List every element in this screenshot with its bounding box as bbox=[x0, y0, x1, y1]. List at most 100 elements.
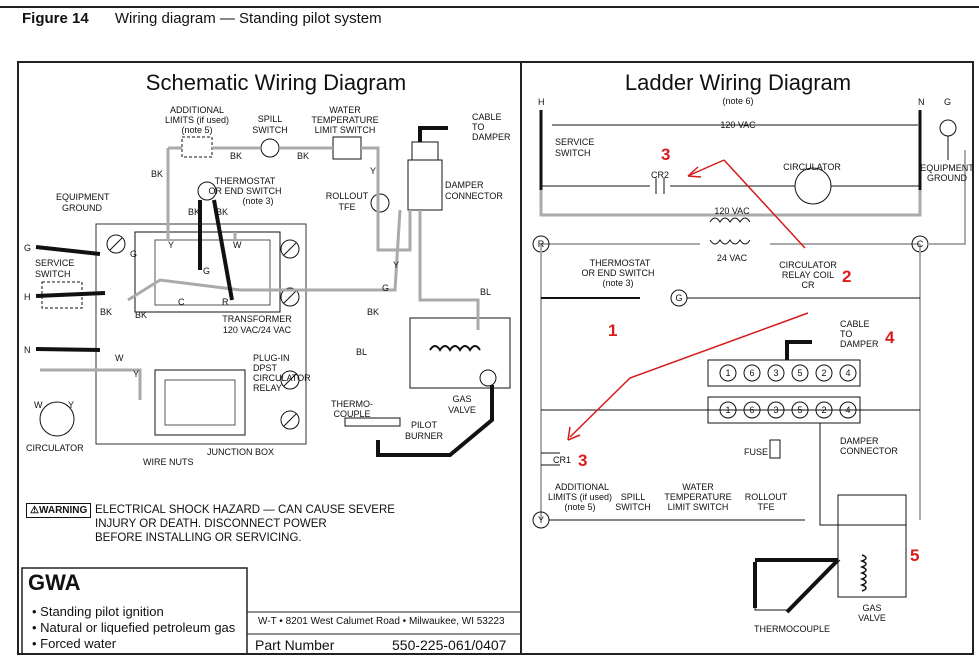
label-thermostat-1: THERMOSTAT bbox=[215, 176, 276, 186]
term-c: C bbox=[178, 297, 185, 307]
label-thermocouple-1: THERMO- bbox=[331, 399, 373, 409]
wire-w-2: W bbox=[34, 400, 43, 410]
ladder-thermostat-2: OR END SWITCH bbox=[582, 268, 655, 278]
figure-caption: Wiring diagram — Standing pilot system bbox=[114, 10, 382, 27]
wire-bl-2: BL bbox=[356, 347, 367, 357]
wire-bk-1: BK bbox=[230, 151, 242, 161]
ladder-wtl-3: LIMIT SWITCH bbox=[668, 502, 729, 512]
schematic-gray-wires bbox=[40, 146, 480, 400]
pin-top-2: 2 bbox=[821, 368, 826, 378]
label-cable-3: DAMPER bbox=[472, 132, 511, 142]
feature-item: Natural or liquefied petroleum gas bbox=[32, 620, 235, 636]
part-number-value: 550-225-061/0407 bbox=[392, 637, 507, 653]
label-cable-1: CABLE bbox=[472, 112, 502, 122]
ladder-spill-1: SPILL bbox=[621, 492, 646, 502]
top-rule bbox=[0, 6, 979, 8]
annotation-3-top: 3 bbox=[661, 145, 670, 164]
ladder-service-1: SERVICE bbox=[555, 137, 594, 147]
label-additional-limits-3: (note 5) bbox=[181, 125, 212, 135]
label-wtl-3: LIMIT SWITCH bbox=[315, 125, 376, 135]
warning-line-2: INJURY OR DEATH. DISCONNECT POWER bbox=[95, 518, 327, 530]
pin-top-4: 4 bbox=[845, 368, 850, 378]
ladder-damper-conn-2: CONNECTOR bbox=[840, 446, 898, 456]
pin-top-6: 6 bbox=[749, 368, 754, 378]
red-annotations: 3 2 1 4 3 5 bbox=[567, 145, 919, 565]
label-gas-valve-1: GAS bbox=[452, 394, 471, 404]
ladder-relay-3: CR bbox=[802, 280, 815, 290]
label-service-1: SERVICE bbox=[35, 258, 74, 268]
pin-bottom-1: 1 bbox=[725, 405, 730, 415]
wire-bl-1: BL bbox=[480, 287, 491, 297]
ladder-service-2: SWITCH bbox=[555, 148, 591, 158]
ladder-xfmr-24: 24 VAC bbox=[717, 253, 748, 263]
label-relay-1: PLUG-IN bbox=[253, 353, 290, 363]
term-w: W bbox=[233, 240, 242, 250]
ladder-xfmr-120: 120 VAC bbox=[714, 206, 750, 216]
line-n: N bbox=[24, 345, 31, 355]
schematic-title: Schematic Wiring Diagram bbox=[146, 70, 406, 95]
ladder-gas-valve-2: VALVE bbox=[858, 613, 886, 623]
label-junction-box: JUNCTION BOX bbox=[207, 447, 274, 457]
label-relay-3: CIRCULATOR bbox=[253, 373, 311, 383]
label-relay-2: DPST bbox=[253, 363, 278, 373]
label-wtl-2: TEMPERATURE bbox=[311, 115, 378, 125]
pin-bottom-4: 4 bbox=[845, 405, 850, 415]
pin-bottom-3: 3 bbox=[773, 405, 778, 415]
annotation-5: 5 bbox=[910, 546, 919, 565]
label-additional-limits-2: LIMITS (if used) bbox=[165, 115, 229, 125]
ladder-relay-1: CIRCULATOR bbox=[779, 260, 837, 270]
ladder-rollout-1: ROLLOUT bbox=[745, 492, 788, 502]
label-rollout-2: TFE bbox=[339, 202, 356, 212]
label-pilot-2: BURNER bbox=[405, 431, 444, 441]
pin-bottom-5: 5 bbox=[797, 405, 802, 415]
ladder-add-limits-1: ADDITIONAL bbox=[555, 482, 609, 492]
ladder-wtl-1: WATER bbox=[682, 482, 714, 492]
label-wtl-1: WATER bbox=[329, 105, 361, 115]
wire-bk-8: BK bbox=[367, 307, 379, 317]
label-thermocouple-2: COUPLE bbox=[333, 409, 370, 419]
ladder-damper-conn-1: DAMPER bbox=[840, 436, 879, 446]
pin-top-3: 3 bbox=[773, 368, 778, 378]
annotation-4: 4 bbox=[885, 328, 895, 347]
pin-top-1: 1 bbox=[725, 368, 730, 378]
ladder-frame bbox=[520, 61, 974, 655]
ladder-thermostat-1: THERMOSTAT bbox=[590, 258, 651, 268]
label-xfmr-1: TRANSFORMER bbox=[222, 314, 292, 324]
ladder-title: Ladder Wiring Diagram bbox=[625, 70, 851, 95]
wire-g-1: G bbox=[382, 283, 389, 293]
label-damper-conn-2: CONNECTOR bbox=[445, 191, 503, 201]
company-address: W-T • 8201 West Calumet Road • Milwaukee… bbox=[258, 616, 505, 627]
figure-number: Figure 14 bbox=[22, 10, 89, 27]
ladder-h: H bbox=[538, 97, 545, 107]
ladder-rollout-2: TFE bbox=[758, 502, 775, 512]
ladder-black-wires bbox=[753, 340, 840, 614]
warning-line-1: ELECTRICAL SHOCK HAZARD — CAN CAUSE SEVE… bbox=[95, 504, 395, 516]
part-number-label: Part Number bbox=[255, 637, 335, 653]
product-box bbox=[21, 567, 248, 655]
label-additional-limits-1: ADDITIONAL bbox=[170, 105, 224, 115]
ladder-eq-ground-1: EQUIPMENT bbox=[920, 163, 974, 173]
wire-y-2: Y bbox=[393, 260, 399, 270]
ladder-note6: (note 6) bbox=[722, 96, 753, 106]
pin-bottom-6: 6 bbox=[749, 405, 754, 415]
label-spill-2: SWITCH bbox=[252, 125, 288, 135]
pin-row-bottom bbox=[719, 401, 857, 419]
annotation-2: 2 bbox=[842, 267, 851, 286]
wire-bk-7: BK bbox=[135, 310, 147, 320]
ladder-pins: 1 6 3 5 2 4 1 6 3 5 2 4 bbox=[719, 364, 857, 419]
pin-top-5: 5 bbox=[797, 368, 802, 378]
wire-bk-6: BK bbox=[100, 307, 112, 317]
wire-bk-5: BK bbox=[216, 207, 228, 217]
label-rollout-1: ROLLOUT bbox=[326, 191, 369, 201]
term-y: Y bbox=[168, 240, 174, 250]
label-thermostat-3: (note 3) bbox=[242, 196, 273, 206]
label-thermostat-2: OR END SWITCH bbox=[209, 186, 282, 196]
label-gas-valve-2: VALVE bbox=[448, 405, 476, 415]
ladder-cable-1: CABLE bbox=[840, 319, 870, 329]
wire-bk-3: BK bbox=[151, 169, 163, 179]
schematic-black-wires bbox=[35, 126, 494, 457]
label-cable-2: TO bbox=[472, 122, 484, 132]
ladder-cable-3: DAMPER bbox=[840, 339, 879, 349]
wire-y-3: Y bbox=[133, 369, 139, 379]
